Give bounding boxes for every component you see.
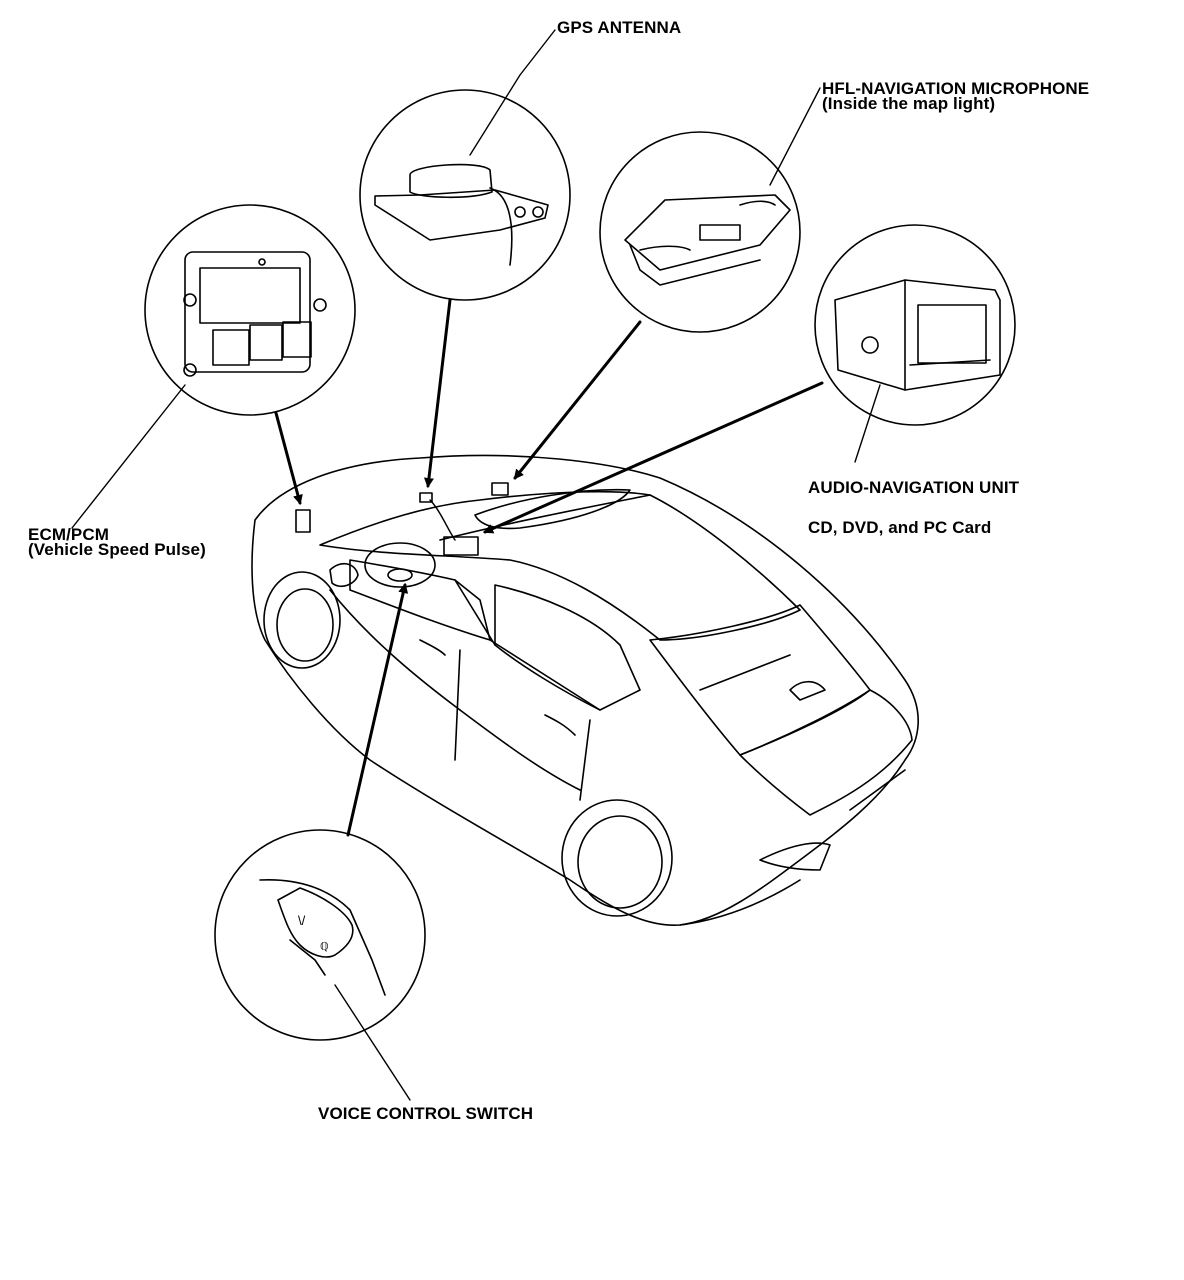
hfl-microphone-label-line1: HFL-NAVIGATION MICROPHONE	[822, 79, 1090, 98]
ecm-pcm-label-line2: (Vehicle Speed Pulse)	[28, 540, 206, 559]
audio-unit-location-mark	[443, 536, 479, 556]
car-windshield	[439, 494, 651, 541]
leader-audio	[854, 384, 881, 463]
ecm-pcm-callout	[144, 204, 356, 416]
leader-ecm	[71, 384, 186, 529]
car-rear-lamp	[759, 842, 831, 871]
car-rear-window	[649, 604, 871, 756]
car-roof	[319, 490, 801, 641]
car-body-outline	[251, 454, 919, 926]
ecm-pcm-label-line1: ECM/PCM	[28, 525, 109, 544]
leader-hfl	[769, 87, 821, 186]
hfl-microphone-callout	[599, 131, 801, 333]
hfl-microphone-label-line2: (Inside the map light)	[822, 94, 996, 113]
arrow-audio	[483, 381, 824, 534]
arrow-gps	[423, 298, 452, 488]
ecm-pcm-label: ECM/PCM (Vehicle Speed Pulse)	[28, 525, 206, 559]
arrow-hfl	[513, 320, 642, 480]
car-illustration	[251, 454, 919, 926]
hfl-microphone-label: HFL-NAVIGATION MICROPHONE (Inside the ma…	[822, 79, 1090, 113]
gps-antenna-label: GPS ANTENNA	[557, 18, 682, 37]
gps-antenna-location-mark	[419, 492, 433, 503]
car-front-side-window	[349, 559, 491, 641]
car-rear-side-window	[494, 584, 641, 711]
ecm-location-mark	[295, 509, 311, 533]
antenna-cable	[429, 499, 456, 541]
svg-text:\/: \/	[298, 913, 306, 928]
media-types-label: CD, DVD, and PC Card	[808, 518, 992, 537]
svg-text:ℚ: ℚ	[320, 941, 329, 953]
leader-voice	[334, 984, 411, 1101]
gps-antenna-callout	[359, 89, 571, 301]
car-trunk	[739, 689, 913, 816]
location-arrows	[274, 298, 824, 837]
car-sunroof	[474, 488, 631, 530]
leader-gps	[469, 29, 556, 156]
audio-nav-unit-label: AUDIO-NAVIGATION UNIT	[808, 478, 1020, 497]
car-rear-wheel	[561, 799, 673, 917]
mic-location-mark	[491, 482, 509, 496]
leader-lines	[71, 29, 881, 1101]
voice-control-switch-callout: \/ ℚ	[214, 829, 426, 1041]
audio-nav-unit-callout	[814, 224, 1016, 426]
car-side-mirror	[329, 562, 359, 587]
arrow-voice	[346, 583, 409, 837]
voice-control-switch-label: VOICE CONTROL SWITCH	[318, 1104, 534, 1123]
arrow-ecm	[274, 411, 303, 505]
car-front-wheel	[263, 571, 341, 669]
